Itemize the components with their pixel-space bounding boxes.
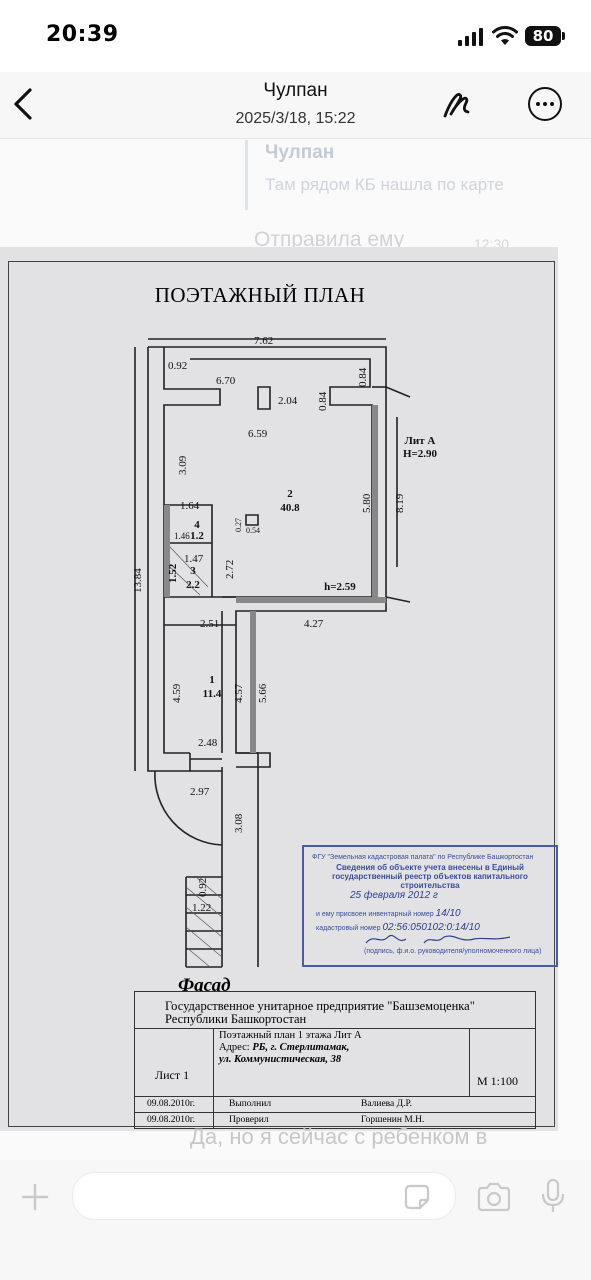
dim-0.84: 0.84 — [317, 391, 329, 411]
plus-icon[interactable] — [20, 1182, 50, 1212]
room-3-number: 3 — [190, 565, 196, 577]
dim-7.62: 7.62 — [254, 335, 273, 347]
camera-icon[interactable] — [476, 1182, 512, 1212]
dim-2.72: 2.72 — [224, 560, 236, 579]
cellular-signal-icon — [458, 28, 483, 46]
microphone-icon[interactable] — [540, 1178, 566, 1214]
dim-1.22: 1.22 — [192, 902, 211, 914]
dim-2.48: 2.48 — [198, 737, 218, 749]
floor-plan-photo[interactable]: ПОЭТАЖНЫЙ ПЛАН — [0, 247, 558, 1131]
contact-name[interactable]: Чулпан — [263, 80, 328, 101]
message-datetime: 2025/3/18, 15:22 — [235, 110, 356, 127]
scale-label: М 1:100 — [477, 1074, 519, 1088]
wifi-icon — [492, 26, 518, 45]
sticker-icon[interactable] — [402, 1182, 432, 1212]
room-1-area: 11.4 — [203, 688, 222, 700]
dim-0.84-top: 0.84 — [357, 367, 369, 387]
status-bar: 20:39 80 — [0, 0, 591, 72]
dim-3.08: 3.08 — [233, 813, 245, 833]
back-arrow-icon[interactable] — [10, 86, 38, 122]
registration-stamp: ФГУ "Земельная кадастровая палата" по Ре… — [302, 845, 558, 967]
dim-8.19: 8.19 — [394, 493, 406, 513]
dim-4.57: 4.57 — [233, 683, 245, 703]
chat-header: Чулпан 2025/3/18, 15:22 — [0, 72, 591, 139]
document-title: ПОЭТАЖНЫЙ ПЛАН — [154, 283, 366, 307]
room-2-number: 2 — [287, 488, 293, 500]
dim-4.59: 4.59 — [171, 683, 183, 703]
room-3-area: 2.2 — [186, 579, 200, 591]
dim-5.80: 5.80 — [361, 493, 373, 513]
floor-plan-drawing: 7.62 0.92 0.84 6.70 2.04 0.84 6.59 3.09 … — [132, 335, 438, 968]
signature-icon — [365, 935, 511, 944]
dim-0.27: 0.27 — [234, 518, 243, 532]
dim-2.04: 2.04 — [278, 395, 298, 407]
stamp-date: 25 февраля 2012 г — [350, 890, 438, 901]
message-input-bar — [0, 1160, 591, 1280]
stamp-inventory-value: 14/10 — [435, 908, 461, 919]
dim-13.84: 13.84 — [132, 568, 144, 593]
sheet-label: Лист 1 — [155, 1068, 190, 1082]
status-time: 20:39 — [46, 22, 119, 47]
message-input[interactable] — [72, 1172, 456, 1220]
dim-0.54: 0.54 — [246, 526, 260, 535]
room-2-area: 40.8 — [280, 502, 300, 514]
dim-3.09: 3.09 — [177, 455, 189, 475]
quoted-text: Там рядом КБ нашла по карте — [265, 175, 504, 194]
dim-6.59: 6.59 — [248, 428, 268, 440]
quoted-sender: Чулпан — [265, 142, 335, 163]
dim-1.64: 1.64 — [180, 500, 200, 512]
room-4-number: 4 — [194, 519, 200, 531]
stamp-inventory-label: и ему присвоен инвентарный номер — [316, 911, 434, 918]
row1-role: Выполнил — [229, 1099, 272, 1109]
dim-6.70: 6.70 — [216, 375, 236, 387]
more-icon[interactable] — [528, 87, 562, 121]
dim-1.47: 1.47 — [184, 553, 204, 565]
dim-2.97: 2.97 — [190, 786, 210, 798]
pen-icon[interactable] — [440, 86, 476, 122]
row2-role: Проверил — [229, 1115, 269, 1125]
stamp-cadastral-label: кадастровый номер — [316, 925, 381, 932]
dim-0.92: 0.92 — [168, 360, 187, 372]
facade-label: Фасад — [178, 975, 231, 996]
stamp-org: ФГУ "Земельная кадастровая палата" по Ре… — [312, 854, 534, 861]
dim-4.27: 4.27 — [304, 618, 324, 630]
quoted-message[interactable]: Чулпан Там рядом КБ нашла по карте — [245, 140, 578, 210]
next-message-text: Да, но я сейчас с ребенком в — [190, 1124, 488, 1149]
stamp-title: Сведения об объекте учета внесены в Един… — [332, 863, 528, 890]
battery-icon: 80 — [525, 26, 565, 46]
height-label: H=2.90 — [403, 448, 438, 460]
plan-name: Поэтажный план 1 этажа Лит А — [219, 1030, 362, 1041]
room-height: h=2.59 — [324, 581, 356, 593]
dim-1.46: 1.46 — [174, 531, 190, 541]
title-block: Государственное унитарное предприятие "Б… — [134, 991, 536, 1129]
lit-label: Лит А — [405, 435, 436, 447]
row2-name: Горшенин М.Н. — [361, 1115, 425, 1125]
stamp-cadastral-value: 02:56:050102:0:14/10 — [382, 922, 480, 933]
room-1-number: 1 — [209, 674, 215, 686]
document-border — [8, 261, 555, 1127]
title-block-org: Государственное унитарное предприятие "Б… — [165, 999, 475, 1026]
row1-date: 09.08.2010г. — [147, 1099, 195, 1109]
dim-1.52: 1.52 — [167, 563, 179, 583]
dim-0.92-entrance: 0.92 — [197, 878, 209, 897]
address-line-2: ул. Коммунистическая, 38 — [219, 1054, 342, 1065]
dim-2.51: 2.51 — [200, 618, 219, 630]
address-line-1: РБ, г. Стерлитамак, — [252, 1042, 350, 1053]
address-label: Адрес: — [219, 1042, 250, 1053]
row1-name: Валиева Д.Р. — [361, 1099, 412, 1109]
room-4-area: 1.2 — [190, 530, 204, 542]
dim-5.66: 5.66 — [257, 683, 269, 703]
sent-message-text: Отправила ему — [254, 228, 405, 251]
row2-date: 09.08.2010г. — [147, 1115, 195, 1125]
stamp-signature-label: (подпись, ф.и.о. руководителя/уполномоче… — [364, 948, 542, 955]
